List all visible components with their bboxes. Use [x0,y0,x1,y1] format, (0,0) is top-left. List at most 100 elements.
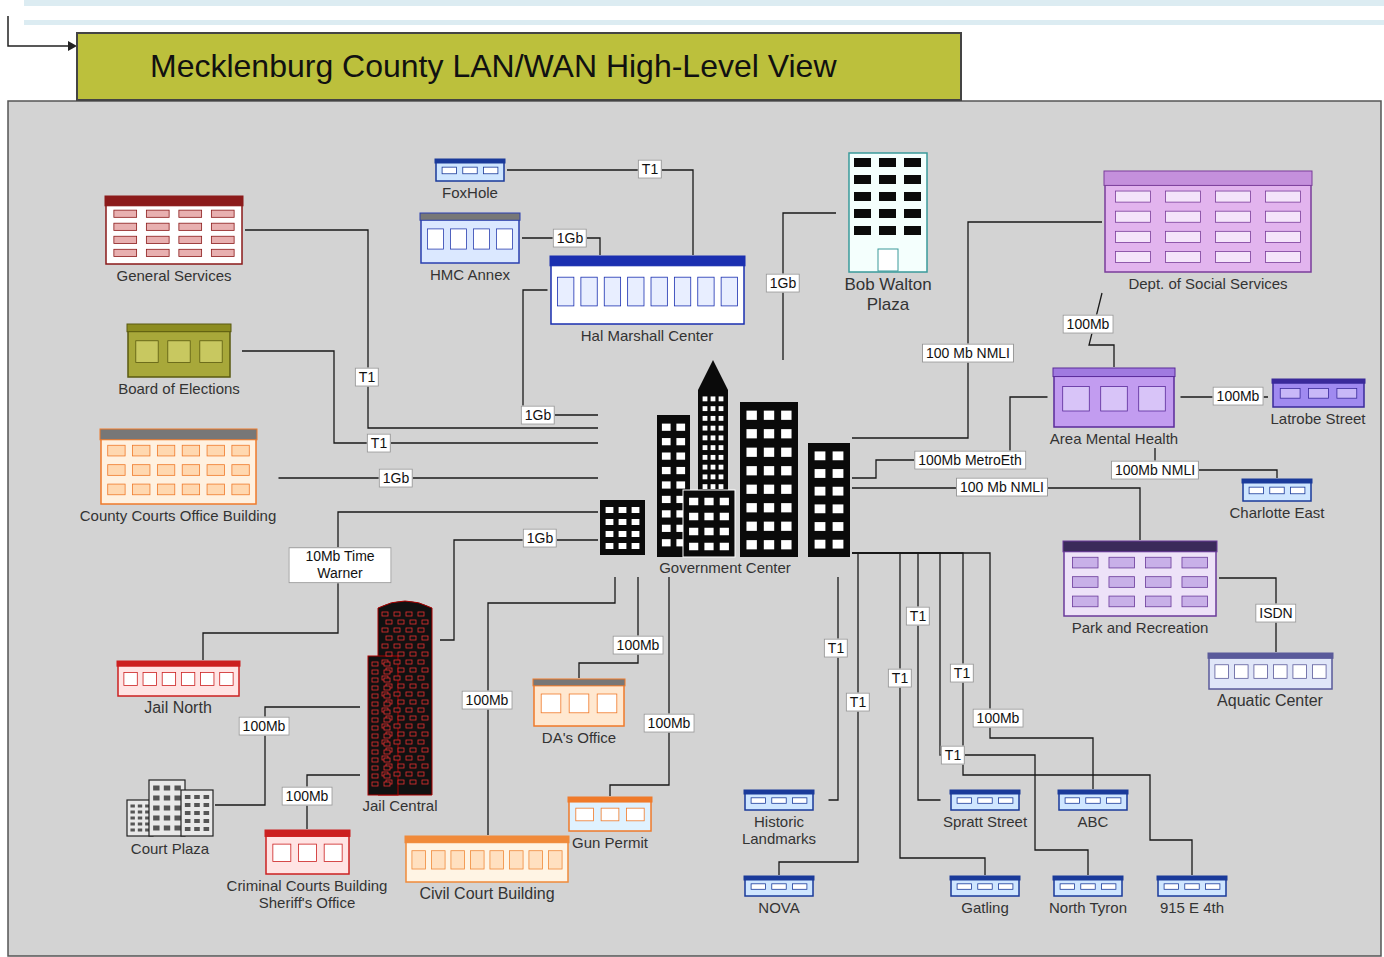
window [422,764,428,768]
window [427,229,443,249]
window [410,652,416,656]
building-body [1209,657,1332,689]
link-label: T1 [367,434,391,453]
window [410,684,416,688]
building-body [1054,376,1174,427]
window [957,798,971,804]
link-label: 1Gb [553,229,587,248]
building-roof [265,830,350,836]
building-icon [1058,789,1128,811]
window [833,487,844,496]
window [130,823,134,826]
building-body [421,219,519,263]
window [204,795,210,799]
window [394,740,400,744]
node-label: Civil Court Building [419,885,554,903]
window [384,710,390,714]
building-roof [117,661,240,666]
window [711,445,716,450]
window [1216,251,1251,262]
window [179,236,202,243]
building-roof [1053,368,1175,377]
building-body [569,801,651,831]
window [130,811,134,814]
window [632,519,640,525]
building-body [128,331,230,377]
link-line [852,553,1093,789]
window [418,676,424,680]
building-icon [117,660,240,697]
building-icon [368,598,432,795]
building-node: Historic Landmarks [730,789,829,848]
link-label: T1 [941,746,965,765]
window [606,531,614,537]
building-node: Criminal Courts Building Sheriff's Offic… [218,829,397,912]
link-label: 100Mb [462,691,513,710]
window [662,510,671,517]
window [1101,884,1115,890]
window [418,612,424,616]
window [174,796,180,801]
window [138,829,142,832]
window [662,467,671,474]
window [153,786,159,791]
node-label: Board of Elections [118,380,240,397]
window [879,192,896,201]
window [746,485,756,494]
building-roof [568,797,652,802]
window [662,525,671,532]
window [676,467,685,474]
window [1072,577,1098,588]
window [711,416,716,421]
window [781,522,791,531]
window [410,748,416,752]
window [1164,884,1178,890]
building-body [951,879,1019,896]
window [606,543,614,549]
link-label: ISDN [1255,604,1296,623]
window [422,732,428,736]
window [978,798,992,804]
building-node: Spratt Street [941,789,1030,831]
window [1086,798,1100,804]
window [114,210,137,217]
window [372,766,378,770]
window [746,466,756,475]
window [704,528,713,536]
window [406,772,412,776]
window [597,694,617,713]
window [632,531,640,537]
window [204,819,210,823]
node-label: Criminal Courts Building Sheriff's Offic… [220,877,395,912]
tower [683,490,735,557]
window [815,451,826,460]
window [406,644,412,648]
window [781,448,791,457]
window [1109,557,1135,568]
window [200,672,213,685]
window [398,684,404,688]
window [138,811,142,814]
building-node: Jail North [115,660,242,717]
window [833,522,844,531]
window [904,158,921,167]
link-label: T1 [846,693,870,712]
window [386,620,392,624]
window [410,764,416,768]
window [138,823,142,826]
window [164,816,170,821]
building-body [436,162,504,181]
link-label: 100Mb [644,714,695,733]
window [719,455,724,460]
window [792,798,806,804]
window [1216,211,1251,222]
window [473,229,489,249]
window [384,766,390,770]
building-icon [265,829,350,875]
window [632,543,640,549]
node-label: Dept. of Social Services [1128,275,1287,292]
window [689,498,698,506]
window [1234,665,1248,679]
window [1116,211,1151,222]
link-line [829,577,839,800]
